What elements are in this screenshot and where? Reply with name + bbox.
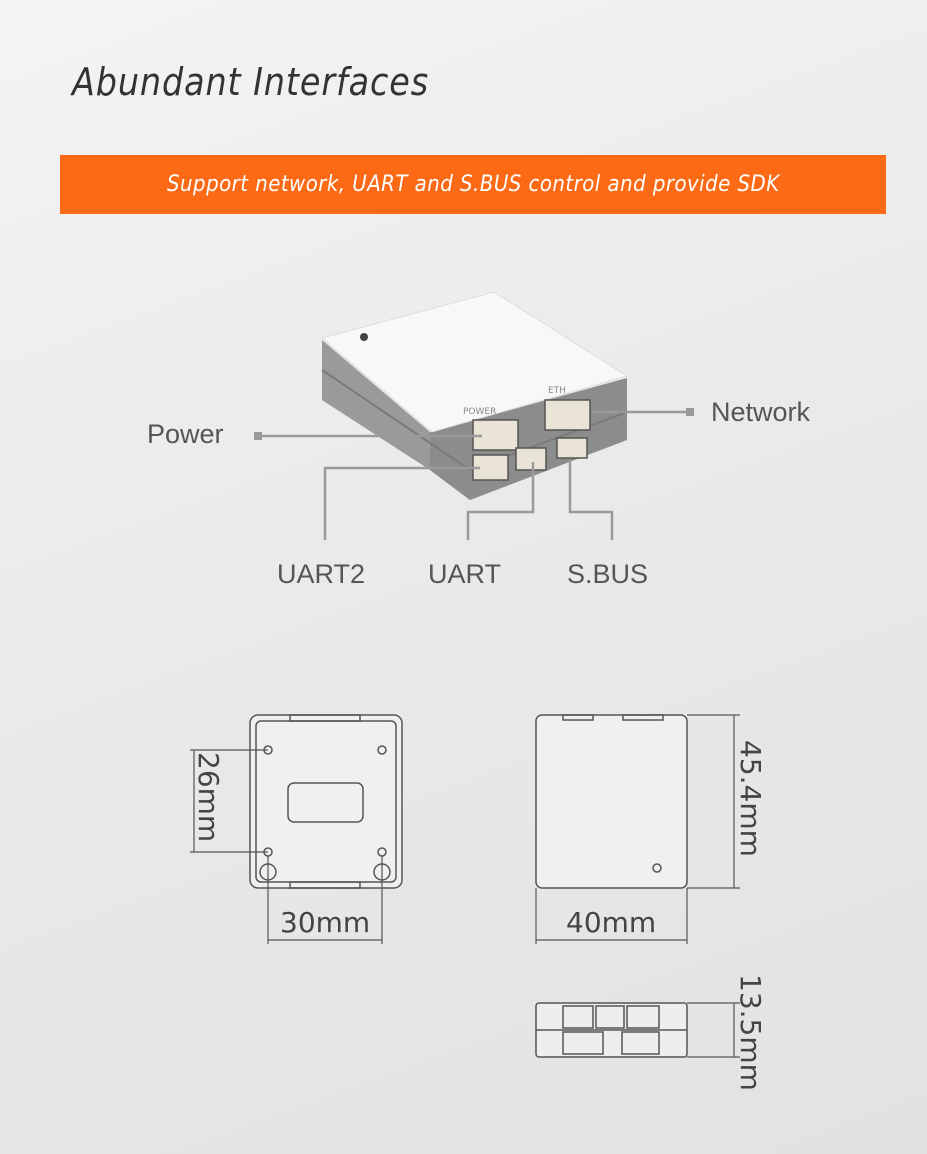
power-port-marking: POWER — [463, 407, 496, 417]
callout-power: Power — [147, 419, 224, 449]
dim-13-5mm: 13.5mm — [734, 974, 767, 1091]
device-3d: POWER ETH — [320, 291, 629, 500]
callout-network: Network — [711, 397, 811, 427]
callout-uart: UART — [428, 559, 502, 589]
callout-lines — [258, 410, 690, 540]
top-view-drawing — [535, 714, 688, 889]
callout-sbus: S.BUS — [567, 559, 649, 589]
dimension-lines — [190, 714, 740, 1058]
dim-45-4mm: 45.4mm — [734, 740, 767, 857]
dim-40mm: 40mm — [566, 906, 657, 939]
dim-26mm: 26mm — [192, 752, 225, 843]
dim-30mm: 30mm — [280, 906, 371, 939]
banner-text: Support network, UART and S.BUS control … — [166, 172, 780, 197]
bottom-view-drawing — [249, 714, 403, 889]
callout-uart2: UART2 — [277, 559, 366, 589]
page-title: Abundant Interfaces — [72, 60, 430, 104]
side-view-drawing — [535, 1002, 688, 1058]
eth-port-marking: ETH — [548, 386, 566, 396]
feature-banner: Support network, UART and S.BUS control … — [60, 155, 886, 214]
